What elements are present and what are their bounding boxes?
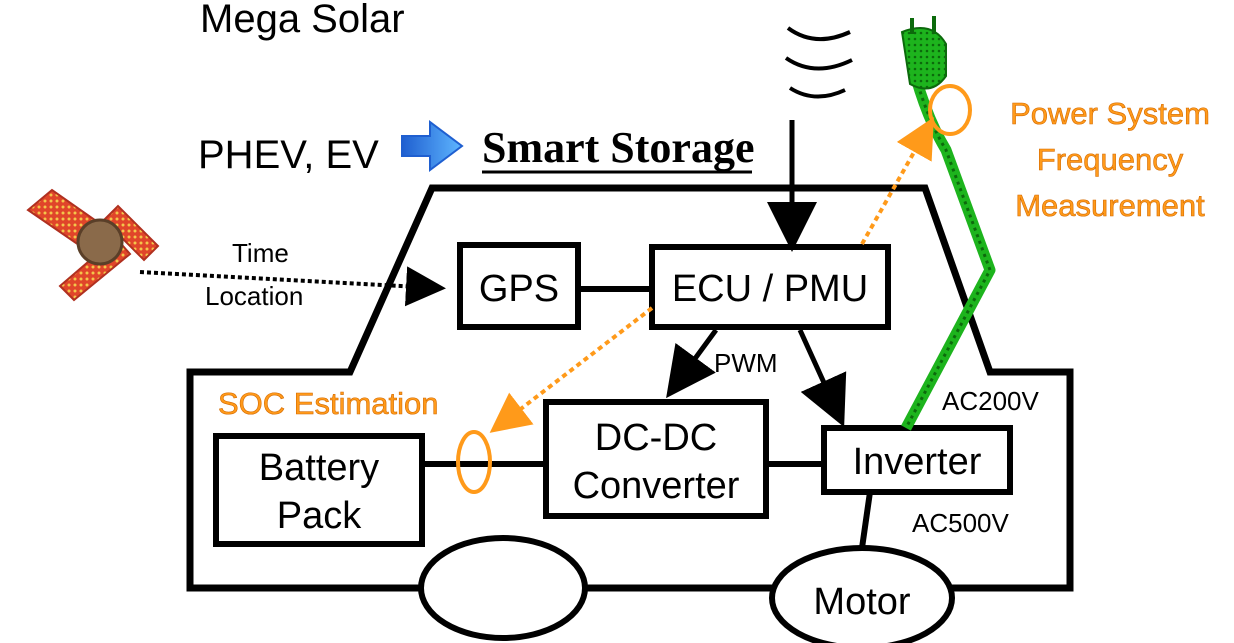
ecu-pmu-label: ECU / PMU xyxy=(672,268,868,310)
charging-plug-icon xyxy=(900,16,996,431)
motor-label: Motor xyxy=(813,581,910,623)
satellite-icon xyxy=(26,188,160,302)
inverter-label: Inverter xyxy=(853,441,982,483)
pwm-arrow-to-inverter xyxy=(797,328,847,428)
frequency-label: Frequency xyxy=(1037,142,1184,177)
location-label: Location xyxy=(205,281,303,311)
soc-measure-ring xyxy=(456,430,492,494)
battery-label-line2: Pack xyxy=(277,495,362,537)
soc-estimation-arrow xyxy=(489,306,654,433)
power-system-label: Power System xyxy=(1010,96,1210,131)
blue-arrow-icon xyxy=(401,120,464,172)
time-location-arrow xyxy=(139,266,446,307)
pwm-arrow-to-dcdc xyxy=(666,328,719,399)
ecu-pmu-box xyxy=(649,244,891,330)
smart-storage-label: Smart Storage xyxy=(482,123,755,172)
soc-estimation-label: SOC Estimation xyxy=(218,386,439,421)
inverter-motor-link xyxy=(859,491,873,549)
dcdc-label-line2: Converter xyxy=(573,465,740,507)
frequency-measure-ring xyxy=(928,84,972,136)
ac200v-label: AC200V xyxy=(942,386,1039,416)
ac500v-label: AC500V xyxy=(912,508,1009,538)
frequency-measure-arrow xyxy=(860,117,934,245)
radio-waves-icon xyxy=(784,26,853,99)
left-wheel xyxy=(418,535,588,641)
gps-label: GPS xyxy=(479,268,559,310)
cutoff-header-text: Mega Solar xyxy=(200,0,405,41)
measurement-label: Measurement xyxy=(1015,188,1205,223)
time-label: Time xyxy=(232,238,289,268)
battery-label-line1: Battery xyxy=(259,447,379,489)
dcdc-converter-box xyxy=(543,399,769,519)
battery-pack-box xyxy=(213,433,425,547)
gps-box xyxy=(457,242,581,330)
inverter-box xyxy=(821,425,1013,495)
phev-ev-label: PHEV, EV xyxy=(198,133,379,177)
pwm-label: PWM xyxy=(714,348,778,378)
dcdc-label-line1: DC-DC xyxy=(595,417,717,459)
